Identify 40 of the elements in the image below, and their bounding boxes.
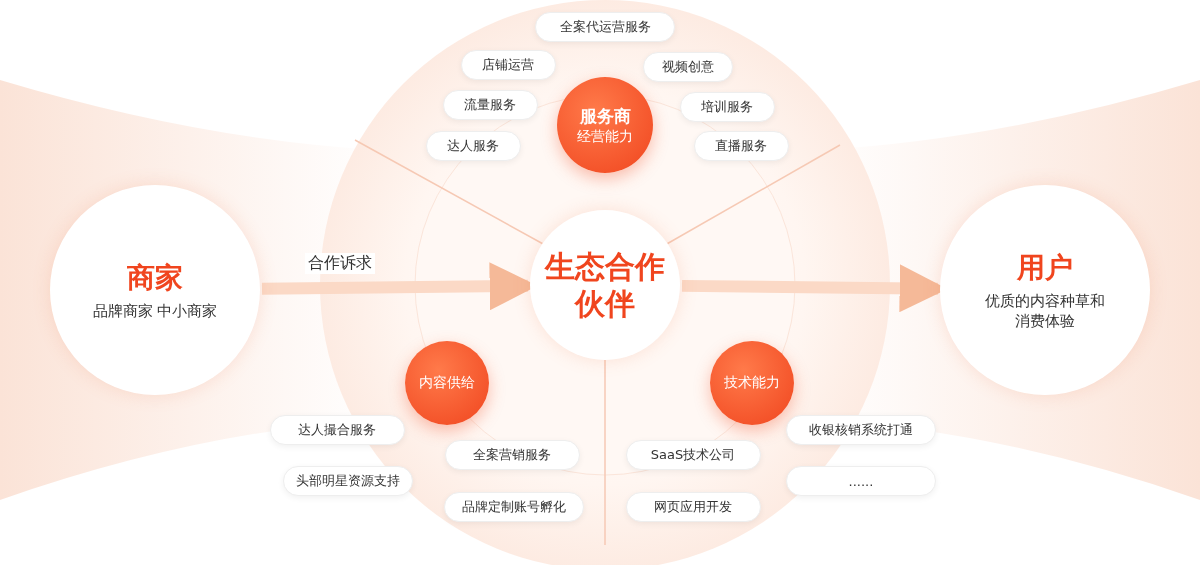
node-text: 内容供给 bbox=[419, 374, 475, 392]
node-text: 流量服务 bbox=[464, 96, 516, 114]
node-text: 优质的内容种草和消费体验 bbox=[984, 290, 1106, 332]
node-text: 达人服务 bbox=[447, 137, 499, 155]
node-text: 收银核销系统打通 bbox=[809, 421, 913, 439]
node-title: 生态合作伙伴 bbox=[543, 247, 666, 323]
node-text: 视频创意 bbox=[662, 58, 714, 76]
service-pill bbox=[269, 415, 405, 445]
node-text: ...... bbox=[848, 473, 874, 489]
node-text: 头部明星资源支持 bbox=[296, 472, 400, 490]
node-text: 网页应用开发 bbox=[654, 498, 732, 516]
service-pill bbox=[643, 52, 733, 82]
node-title: 商家 bbox=[127, 259, 183, 296]
node-text: SaaS技术公司 bbox=[650, 446, 736, 464]
service-pill bbox=[283, 466, 413, 496]
node-text: 达人撮合服务 bbox=[298, 421, 376, 439]
service-pill bbox=[442, 90, 538, 120]
service-pill bbox=[693, 131, 789, 161]
node-text: 全案代运营服务 bbox=[559, 18, 651, 36]
service-pill bbox=[625, 492, 761, 522]
service-pill bbox=[786, 415, 936, 445]
service-pill bbox=[444, 492, 584, 522]
service-pill bbox=[425, 131, 521, 161]
node-text: 品牌商家 中小商家 bbox=[92, 300, 218, 322]
node-text: 店铺运营 bbox=[482, 56, 534, 74]
service-pill bbox=[460, 50, 556, 80]
node-text: 经营能力 bbox=[577, 127, 633, 146]
node-title: 服务商 bbox=[579, 104, 631, 128]
node-text: 技术能力 bbox=[724, 374, 780, 392]
node-text: 品牌定制账号孵化 bbox=[462, 498, 566, 516]
node-text: 培训服务 bbox=[701, 98, 753, 116]
edge-label: 合作诉求 bbox=[305, 253, 375, 275]
service-pill bbox=[786, 466, 936, 496]
service-pill bbox=[625, 440, 761, 470]
node-text: 全案营销服务 bbox=[473, 446, 551, 464]
node-title: 用户 bbox=[1017, 249, 1073, 286]
service-pill bbox=[679, 92, 775, 122]
node-text: 直播服务 bbox=[715, 137, 767, 155]
service-pill bbox=[444, 440, 580, 470]
service-pill bbox=[535, 12, 675, 42]
